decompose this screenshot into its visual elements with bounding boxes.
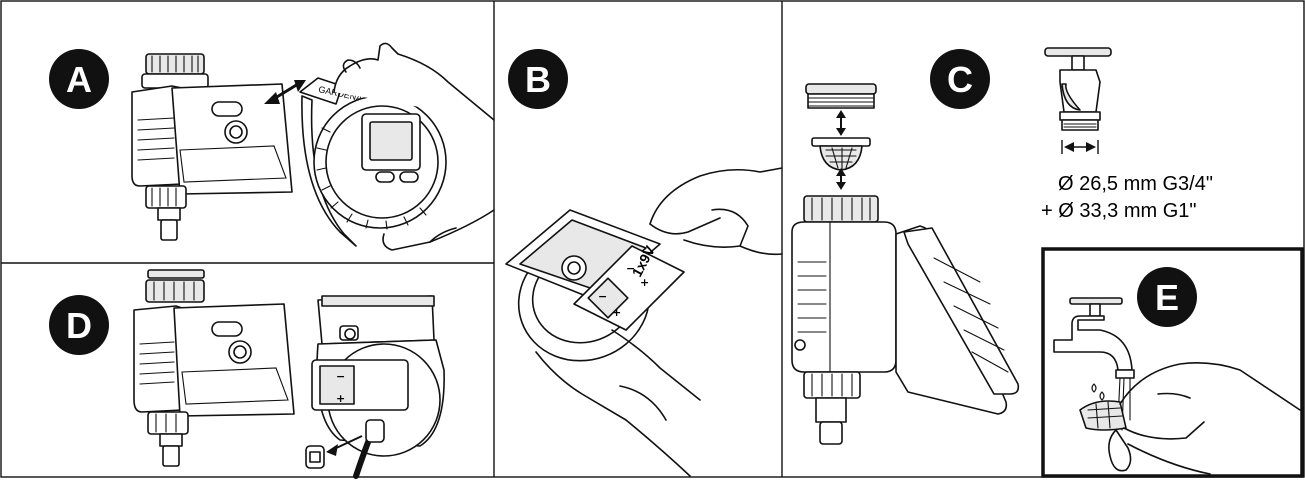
controller-body-d	[133, 269, 295, 467]
open-battery-compartment: − +	[311, 295, 445, 457]
hand-icon	[1119, 362, 1301, 475]
svg-text:A: A	[66, 59, 92, 100]
panel-a: GARDENA	[49, 42, 495, 251]
controller-body	[131, 53, 293, 241]
svg-text:+: +	[640, 276, 649, 289]
svg-text:−: −	[598, 290, 607, 303]
svg-text:+: +	[612, 306, 621, 319]
svg-text:+: +	[336, 392, 345, 405]
dimension-arrow-icon	[1061, 140, 1099, 154]
thread-spec-line2: + Ø 33,3 mm G1"	[1041, 200, 1197, 222]
filter-icon	[811, 137, 871, 171]
panel-c: Ø 26,5 mm G3/4" + Ø 33,3 mm G1" C	[791, 47, 1213, 445]
svg-text:E: E	[1155, 277, 1179, 318]
svg-text:D: D	[66, 305, 92, 346]
tap-icon	[1053, 297, 1135, 379]
step-badge-c: C	[930, 49, 990, 109]
step-badge-a: A	[49, 49, 109, 109]
adapter-nut	[805, 83, 877, 109]
hand-icon	[535, 167, 783, 477]
double-arrow-icon	[264, 80, 306, 104]
tap-icon	[1044, 47, 1112, 131]
thread-spec-line1: Ø 26,5 mm G3/4"	[1058, 173, 1213, 195]
controller-side	[791, 195, 1020, 445]
panel-d: − + D	[49, 269, 445, 479]
vertical-arrow-icon	[836, 110, 846, 136]
step-badge-e: E	[1137, 267, 1197, 327]
svg-text:C: C	[947, 59, 973, 100]
panel-b: − + 1x9V − + B	[505, 49, 783, 477]
svg-text:−: −	[626, 262, 635, 275]
vertical-arrow-icon	[836, 168, 846, 190]
step-badge-b: B	[508, 49, 568, 109]
panel-e: E	[1053, 267, 1301, 475]
svg-text:−: −	[336, 370, 345, 383]
connector-cable	[305, 419, 385, 479]
svg-text:B: B	[525, 59, 551, 100]
step-badge-d: D	[49, 295, 109, 355]
hand-icon	[333, 42, 495, 251]
filter-icon	[1079, 400, 1127, 431]
control-unit: GARDENA	[299, 77, 447, 247]
battery-icon: − + 1x9V − +	[573, 242, 685, 331]
